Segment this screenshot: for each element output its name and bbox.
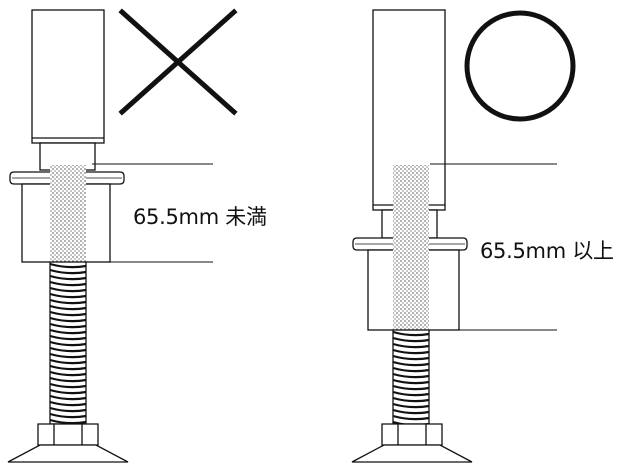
right-inserted-thread: [393, 165, 429, 330]
left-hex-nut: [37, 423, 99, 446]
right-hex-nut: [381, 423, 443, 446]
right-dimension-lines: [430, 163, 557, 331]
left-foot-pad: [7, 444, 129, 463]
cross-mark-icon: [118, 8, 238, 116]
left-exposed-thread: [49, 261, 87, 425]
left-length-label: 65.5mm 未満: [133, 205, 267, 229]
left-dimension-lines: [90, 163, 213, 263]
left-leg-tube: [31, 9, 105, 144]
right-length-label: 65.5mm 以上: [480, 239, 614, 263]
circle-mark-icon: [464, 10, 576, 122]
left-inserted-thread: [50, 165, 86, 262]
left-assembly: [7, 9, 129, 463]
right-exposed-thread: [392, 329, 430, 427]
right-foot-pad: [351, 444, 473, 463]
right-assembly: [351, 9, 473, 463]
